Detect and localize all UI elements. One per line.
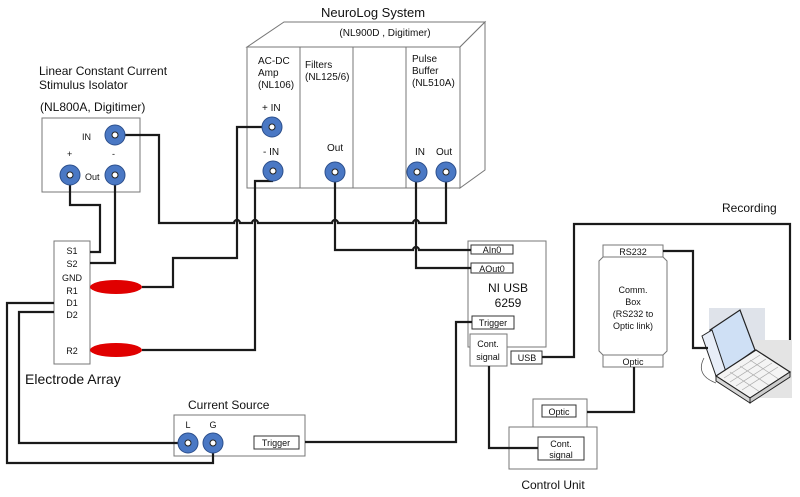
module-ac-dc-amp: AC-DC Amp (NL106) + IN - IN [258, 56, 294, 158]
pin-d2: D2 [66, 310, 78, 320]
wire-trigger [305, 320, 472, 444]
module-label: Amp [258, 68, 279, 79]
isolator-minus-label: - [112, 149, 115, 159]
pin-d1: D1 [66, 298, 78, 308]
jack-isolator-plus [59, 164, 81, 186]
electrode-r2 [90, 343, 142, 357]
port-label-in: IN [415, 147, 425, 158]
jack-plus-in [261, 116, 283, 138]
module-label: Filters [305, 60, 332, 71]
wire-isolator-plus-to-s1 [68, 176, 102, 254]
electrode-r1 [90, 280, 142, 294]
port-label-minus-in: - IN [263, 147, 279, 158]
isolator-title: Linear Constant Current [39, 64, 168, 78]
wire-optic-link [587, 367, 636, 414]
control-optic-port [541, 404, 577, 418]
current-source-trigger-port [253, 435, 300, 450]
laptop-keys [723, 354, 781, 393]
aout0-label: AOut0 [479, 264, 505, 274]
current-source-g-label: G [209, 420, 216, 430]
control-unit-title: Control Unit [521, 478, 585, 492]
wire-isolator-minus-to-s2 [90, 176, 117, 265]
pin-r1: R1 [66, 286, 78, 296]
comm-box-label: Box [625, 297, 641, 307]
module-filters: Filters (NL125/6) Out [305, 60, 349, 154]
wire-rs232-to-laptop [663, 249, 708, 350]
port-label-out: Out [327, 143, 343, 154]
module-label: Pulse [412, 54, 437, 65]
neurolog-title: NeuroLog System [321, 5, 425, 20]
comm-box-label: Optic link) [613, 321, 653, 331]
ni-trigger-label: Trigger [479, 318, 507, 328]
ni-usb-title: NI USB [488, 281, 528, 295]
jack-isolator-minus [104, 164, 126, 186]
current-source-title: Current Source [188, 398, 270, 412]
isolator-out-label: Out [85, 172, 100, 182]
comm-box: RS232 Comm. Box (RS232 to Optic link) Op… [598, 244, 668, 368]
wire-minus-in-to-r2 [142, 172, 274, 352]
pin-s1: S1 [66, 246, 77, 256]
ni-cont-signal-port [469, 333, 508, 367]
ni-usb-port-label: USB [518, 353, 537, 363]
wire-d1-to-g [5, 301, 215, 465]
ain0-label: AIn0 [483, 245, 502, 255]
module-label: (NL106) [258, 80, 294, 91]
module-label: (NL510A) [412, 78, 455, 89]
port-label-out: Out [436, 147, 452, 158]
isolator-title: Stimulus Isolator [39, 78, 128, 92]
pin-s2: S2 [66, 259, 77, 269]
current-source-trigger-label: Trigger [262, 438, 290, 448]
control-cont-label: signal [549, 450, 573, 460]
jack-current-l [177, 432, 199, 454]
pin-r2: R2 [66, 346, 78, 356]
jack-pulse-out [435, 161, 457, 183]
control-unit: Optic Cont. signal Control Unit [508, 398, 598, 492]
wire-aout0-to-pulse-in [414, 172, 471, 270]
wire-cont-signal [487, 366, 538, 450]
pin-gnd: GND [62, 273, 83, 283]
control-cont-label: Cont. [550, 439, 572, 449]
jack-isolator-in [104, 124, 126, 146]
isolator-model: (NL800A, Digitimer) [40, 100, 145, 114]
module-label: Buffer [412, 66, 439, 77]
wire-d2-to-l [17, 310, 188, 445]
laptop-cable [700, 357, 717, 384]
jack-current-g [202, 432, 224, 454]
ni-usb-model: 6259 [495, 296, 522, 310]
wire-plus-in-to-r1 [142, 125, 272, 289]
jack-minus-in [262, 160, 284, 182]
ni-usb-6259: AIn0 AOut0 NI USB 6259 Trigger Cont. sig… [467, 240, 547, 367]
module-label: AC-DC [258, 56, 290, 67]
electrode-array: S1 S2 GND R1 D1 D2 R2 Electrode Array [25, 240, 142, 387]
laptop-icon [700, 308, 792, 404]
neurolog-side-face [459, 20, 486, 189]
wire-usb-to-laptop [542, 222, 792, 359]
comm-box-label: (RS232 to [613, 309, 654, 319]
rs232-label: RS232 [619, 247, 647, 257]
jacks [59, 116, 457, 454]
neurolog-system: NeuroLog System (NL900D , Digitimer) AC-… [245, 5, 487, 189]
ni-cont-label: Cont. [477, 339, 499, 349]
jack-pulse-in [406, 161, 428, 183]
isolator-plus-label: + [67, 149, 72, 159]
laptop-base-edge [749, 371, 791, 404]
module-pulse-buffer: Pulse Buffer (NL510A) IN Out [412, 54, 455, 158]
neurolog-subtitle: (NL900D , Digitimer) [339, 28, 430, 39]
ni-cont-label: signal [476, 352, 500, 362]
stimulus-isolator: Linear Constant Current Stimulus Isolato… [39, 64, 168, 193]
current-source: Current Source L G Trigger [173, 398, 306, 457]
recording-label: Recording [722, 201, 777, 215]
isolator-in-label: IN [82, 132, 91, 142]
electrode-array-title: Electrode Array [25, 371, 121, 387]
comm-optic-label: Optic [622, 357, 644, 367]
control-optic-label: Optic [548, 407, 570, 417]
comm-box-label: Comm. [619, 285, 648, 295]
port-label-plus-in: + IN [262, 103, 281, 114]
module-label: (NL125/6) [305, 72, 349, 83]
current-source-l-label: L [185, 420, 190, 430]
jack-filters-out [324, 161, 346, 183]
